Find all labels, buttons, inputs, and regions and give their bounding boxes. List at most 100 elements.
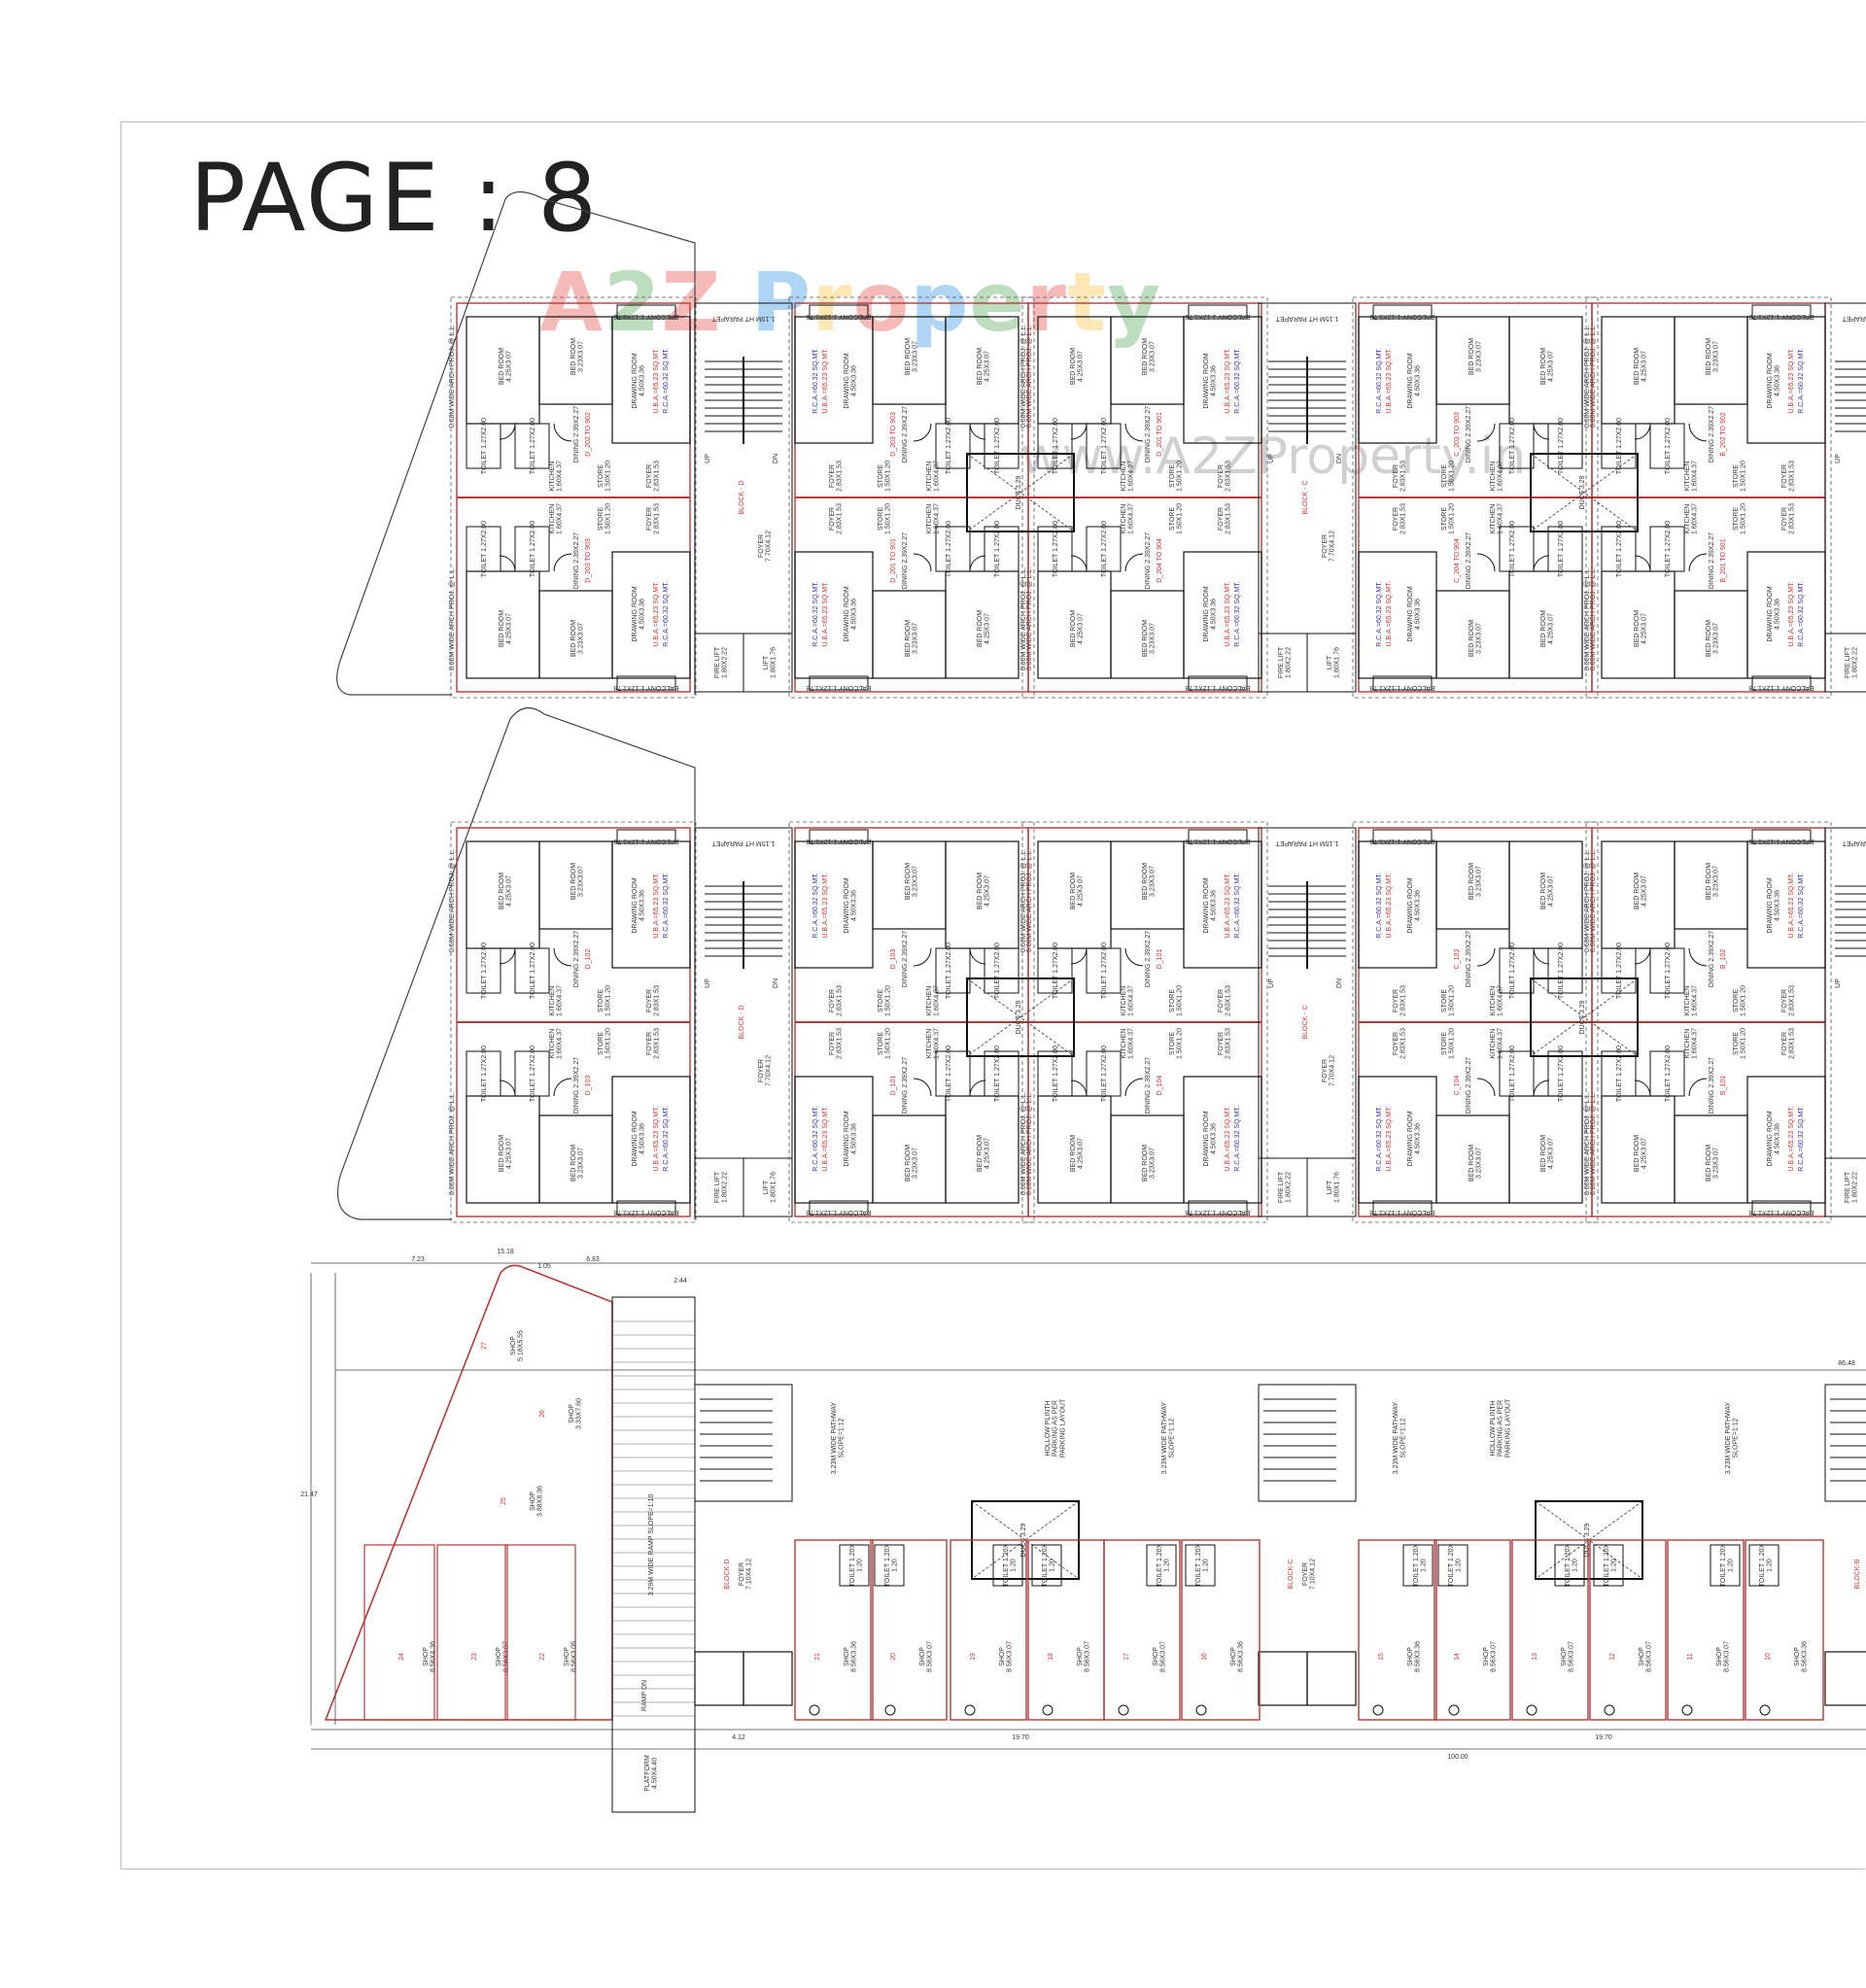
kitchen-label: KITCHEN1.60X4.37 (1121, 1028, 1135, 1059)
store-label: STORE1.50X1.20 (598, 461, 612, 492)
foyer-label: FOYER2.83X1.53 (1218, 985, 1232, 1016)
arch-projection-label: 0.60M WIDE ARCH PROJ. @ L.L. (449, 325, 456, 428)
stair (694, 1384, 793, 1502)
ramp (611, 1296, 696, 1813)
toilet (1547, 1050, 1583, 1097)
bedroom-1-label: BED ROOM4.25X3.07 (1070, 610, 1085, 647)
toilet (1086, 423, 1122, 469)
built-up-area-label: U.B.A.=65.23 SQ.MT. (1225, 873, 1231, 938)
built-up-area-label: U.B.A.=65.23 SQ.MT. (1788, 873, 1795, 938)
carpet-area-label: R.C.A.=60.32 SQ.MT. (1234, 348, 1241, 414)
drawing-room-label: DRAWING ROOM4.50X3.36 (632, 353, 646, 408)
toilet (514, 526, 550, 572)
shop-number: 14 (1454, 1653, 1461, 1661)
shop (504, 1544, 576, 1721)
door-swing (969, 555, 986, 572)
shop-toilet-label: TOILET 1.20X1.20 (1604, 1543, 1618, 1587)
toilet-label: TOILET 1.27X2.00 (1558, 943, 1565, 999)
toilet-label: TOILET 1.27X2.00 (1053, 1045, 1059, 1102)
shop-size-label: SHOP8.56X3.07 (1483, 1641, 1498, 1672)
kitchen-label: KITCHEN1.60X4.37 (1121, 985, 1135, 1016)
carpet-area-label: R.C.A.=60.32 SQ.MT. (663, 1106, 670, 1172)
toilet (935, 423, 971, 469)
dimension-label: 2.44 (674, 1278, 687, 1285)
balcony-label: BALCONY 1.12X1.78 (806, 838, 871, 844)
bedroom-2-label: BED ROOM3.23X3.07 (570, 1145, 585, 1182)
toilet (1037, 947, 1073, 994)
drawing-room (611, 1076, 691, 1204)
dimension-label: 6.83 (586, 1256, 600, 1263)
store-label: STORE1.50X1.20 (598, 503, 612, 534)
toilet (1649, 1050, 1685, 1097)
bedroom-1-label: BED ROOM4.25X3.07 (1540, 873, 1555, 909)
dining-label: DINING 2.39X2.27 (1466, 931, 1472, 987)
fire-lift-label: FIRE LIFT1.80X2.22 (714, 1171, 729, 1203)
shop-toilet-label: TOILET 1.20X1.20 (1042, 1543, 1056, 1587)
lift-label: LIFT1.80X1.76 (1327, 1172, 1341, 1203)
stair-down-label: DN (773, 454, 779, 463)
column-marker (1448, 1704, 1460, 1716)
lift (743, 1651, 793, 1706)
drawing-room (1746, 551, 1826, 679)
column-marker (1195, 1704, 1207, 1716)
duct-label: DUCT 3.29 (1016, 1000, 1022, 1034)
door-swing (1124, 553, 1144, 572)
duct-shaft (966, 977, 1075, 1057)
flat-number-label: B_201 TO 901 (1720, 538, 1727, 582)
duct-cross (1535, 1500, 1643, 1580)
carpet-area-label: R.C.A.=60.32 SQ.MT. (663, 581, 670, 647)
toilet-label: TOILET 1.27X2.00 (1616, 418, 1623, 474)
stair-core (1824, 302, 1866, 693)
dining-label: DINING 2.39X2.27 (573, 1057, 580, 1114)
toilet-label: TOILET 1.27X2.00 (994, 521, 1001, 577)
flat-number-label: C_203 TO 903 (1454, 412, 1461, 457)
toilet-label: TOILET 1.27X2.00 (1558, 1045, 1565, 1102)
stair-core (1824, 827, 1866, 1217)
dining-label: DINING 2.39X2.27 (1466, 532, 1472, 589)
kitchen-label: KITCHEN1.60X4.37 (549, 461, 564, 492)
door-swing (1124, 1078, 1144, 1097)
balcony (809, 829, 869, 844)
shop-size-label: SHOP8.56X3.07 (1153, 1641, 1167, 1672)
toilet (984, 1050, 1019, 1097)
column-marker (1118, 1704, 1129, 1716)
bedroom-2-label: BED ROOM3.23X3.07 (905, 620, 919, 657)
door-swing (1533, 423, 1550, 440)
bedroom-1-label: BED ROOM4.25X3.07 (977, 348, 991, 385)
foyer-label: FOYER2.83X1.53 (1393, 461, 1407, 492)
carpet-area-label: R.C.A.=60.32 SQ.MT. (1798, 348, 1805, 414)
door-swing (553, 423, 572, 442)
fire-lift-label: FIRE LIFT1.80X2.22 (1278, 646, 1293, 678)
shop (1434, 1539, 1511, 1721)
drawing-room (794, 840, 874, 969)
bedroom-1-label: BED ROOM4.25X3.07 (1540, 610, 1555, 647)
flat-number-label: D_201 TO 901 (890, 538, 897, 583)
shop-number: 21 (814, 1653, 821, 1661)
store-label: STORE1.50X1.20 (1441, 461, 1456, 492)
door-swing (1533, 1080, 1550, 1097)
built-up-area-label: U.B.A.=65.23 SQ.MT. (822, 1106, 829, 1171)
duct-shaft (1530, 977, 1639, 1057)
pathway-label: 3.23M WIDE PATHWAYSLOPE=1:12 (1725, 1401, 1740, 1474)
store-label: STORE1.50X1.20 (1169, 1028, 1184, 1059)
drawing-room (1183, 551, 1262, 679)
store-label: STORE1.50X1.20 (1169, 461, 1184, 492)
toilet (1499, 526, 1535, 572)
shop-toilet-label: TOILET 1.20X1.20 (1413, 1543, 1428, 1587)
shop-toilet (1146, 1544, 1177, 1587)
balcony (616, 675, 676, 691)
balcony-label: BALCONY 1.12X1.78 (806, 684, 871, 691)
store-label: STORE1.50X1.20 (1441, 985, 1456, 1016)
flat-number-label: D_202 TO 902 (585, 412, 592, 457)
bedroom-1-label: BED ROOM4.25X3.07 (499, 610, 513, 647)
door-swing (1533, 947, 1550, 965)
dimension-label: 86.48 (1838, 1360, 1855, 1367)
watermark-letter: r (812, 255, 853, 350)
shop-number: 23 (471, 1653, 478, 1661)
bedroom-2-label: BED ROOM3.23X3.07 (570, 338, 585, 375)
kitchen-label: KITCHEN1.60X4.37 (1490, 461, 1504, 492)
bedroom-1-label: BED ROOM4.25X3.07 (499, 1135, 513, 1172)
flat-number-label: D_104 (1157, 1076, 1163, 1096)
column-marker (1604, 1704, 1615, 1716)
stair (1258, 1384, 1357, 1502)
